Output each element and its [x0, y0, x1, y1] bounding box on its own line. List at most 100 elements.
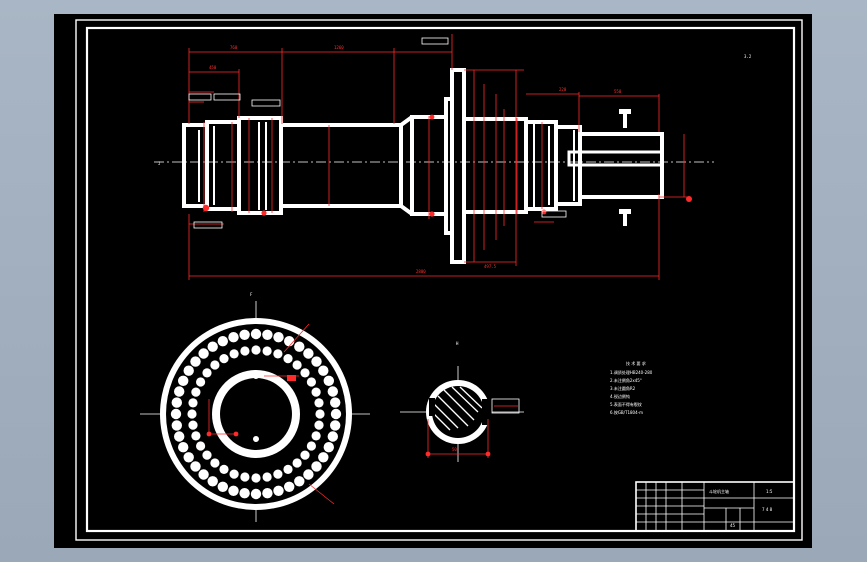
dim-bore-bottom: 50 [452, 447, 457, 452]
bolt-hole [323, 442, 334, 453]
dim-top-left-1: 760 [230, 45, 238, 50]
bolt-hole [191, 431, 201, 441]
bolt-hole [314, 398, 324, 408]
bolt-hole [178, 442, 189, 453]
bolt-hole [300, 368, 310, 378]
tech-note-line: 3.未注圆角R2 [610, 385, 636, 391]
bolt-hole [198, 348, 209, 359]
title-sheet: 7 4 8 [762, 507, 773, 512]
bolt-hole [188, 398, 198, 408]
bolt-hole [294, 341, 305, 352]
bolt-hole [294, 476, 305, 487]
bolt-hole [178, 375, 189, 386]
flange-face-view: F [140, 292, 370, 522]
dim-top-left-2: 450 [209, 65, 217, 70]
label-left-end: J [158, 161, 160, 166]
bolt-hole [262, 472, 272, 482]
bolt-hole [262, 488, 273, 499]
bolt-hole [219, 354, 229, 364]
cad-viewport[interactable]: 2800 760 1260 450 220 550 497.5 3.2 J F … [54, 14, 812, 548]
bolt-hole [330, 408, 342, 420]
bolt-hole [314, 420, 324, 430]
bolt-hole [183, 365, 194, 376]
bolt-hole [250, 328, 262, 340]
bolt-hole [217, 336, 228, 347]
shaft-end-marks [619, 109, 631, 226]
bolt-hole [273, 485, 284, 496]
title-material: 45 [730, 523, 736, 528]
bolt-hole [196, 377, 206, 387]
bolt-hole [183, 452, 194, 463]
bolt-hole [229, 469, 239, 479]
title-scale: 1:5 [766, 489, 773, 494]
bolt-hole [202, 368, 212, 378]
bolt-hole [171, 397, 182, 408]
bolt-hole [174, 386, 185, 397]
bolt-hole [292, 360, 302, 370]
bolt-hole [306, 441, 316, 451]
bolt-hole [262, 346, 272, 356]
label-view-f: F [250, 292, 253, 297]
bolt-hole [311, 356, 322, 367]
bolt-hole [188, 420, 198, 430]
bolt-hole [303, 469, 314, 480]
bolt-hole [228, 332, 239, 343]
bolt-hole [190, 461, 201, 472]
bolt-hole [228, 485, 239, 496]
bolt-hole [196, 441, 206, 451]
dim-top-right: 220 [559, 87, 567, 92]
title-drawing-name: 斗轮机主轴 [709, 488, 729, 494]
tech-notes-heading: 技 术 要 求 [626, 360, 646, 366]
dimension-lines [188, 34, 689, 280]
label-view-h: H [456, 341, 459, 346]
bolt-hole [300, 450, 310, 460]
bolt-hole [330, 420, 341, 431]
cad-drawing: 2800 760 1260 450 220 550 497.5 3.2 J F … [75, 19, 803, 541]
bolt-hole [251, 473, 261, 483]
tech-note-line: 4.锐边倒钝 [610, 393, 630, 399]
bolt-hole [327, 431, 338, 442]
bolt-hole [323, 375, 334, 386]
bolt-hole [202, 450, 212, 460]
technical-notes: 技 术 要 求 1.调质处理HB240-280 2.未注倒角2x45° 3.未注… [610, 360, 653, 415]
bolt-hole [239, 488, 250, 499]
title-block [635, 481, 795, 532]
bolt-hole [283, 354, 293, 364]
tech-note-line: 2.未注倒角2x45° [610, 377, 642, 383]
bolt-hole [207, 476, 218, 487]
tech-note-line: 5.表面不得有裂纹 [610, 401, 642, 407]
dim-total-length: 2800 [416, 269, 426, 274]
dimension-markers [202, 114, 692, 217]
bolt-hole [284, 336, 295, 347]
dim-top-mid: 1260 [334, 45, 344, 50]
key-section-view: H 50 [400, 341, 524, 462]
bolt-hole [191, 387, 201, 397]
bolt-hole [187, 409, 197, 419]
bolt-hole [273, 332, 284, 343]
bolt-hole [327, 386, 338, 397]
dim-flange-offset: 497.5 [484, 264, 497, 269]
bolt-hole [318, 452, 329, 463]
bolt-hole [170, 408, 182, 420]
bolt-hole [262, 329, 273, 340]
bolt-hole [239, 329, 250, 340]
bolt-hole [190, 356, 201, 367]
bolt-hole [292, 458, 302, 468]
bolt-hole [311, 431, 321, 441]
outer-frame [75, 19, 803, 541]
shaft-groove-lines [198, 122, 575, 210]
bolt-hole [330, 397, 341, 408]
flange-bolt-holes [170, 328, 342, 500]
bolt-hole [273, 469, 283, 479]
bolt-hole [250, 488, 262, 500]
bolt-hole [273, 349, 283, 359]
dim-right-side: 550 [614, 89, 622, 94]
tech-note-line: 6.按GB/T1804-m [610, 409, 643, 415]
bolt-hole [210, 360, 220, 370]
bolt-hole [284, 481, 295, 492]
bolt-hole [315, 409, 325, 419]
bolt-hole [303, 348, 314, 359]
bolt-hole [251, 345, 261, 355]
tolerance-frames [188, 37, 567, 229]
bolt-hole [210, 458, 220, 468]
